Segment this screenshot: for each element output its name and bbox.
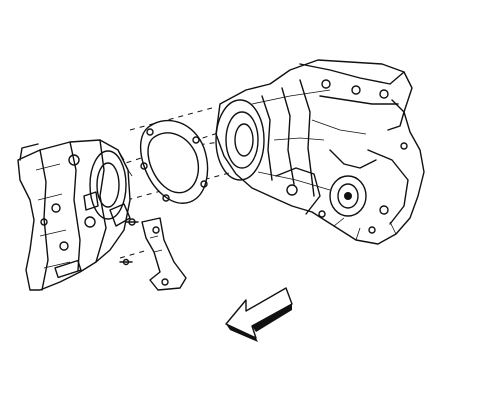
front-direction-arrow bbox=[225, 287, 293, 342]
gasket bbox=[139, 119, 209, 204]
fasteners bbox=[119, 218, 139, 266]
transmission-case bbox=[17, 139, 133, 291]
bracket bbox=[141, 217, 187, 291]
transfer-case bbox=[215, 59, 425, 245]
